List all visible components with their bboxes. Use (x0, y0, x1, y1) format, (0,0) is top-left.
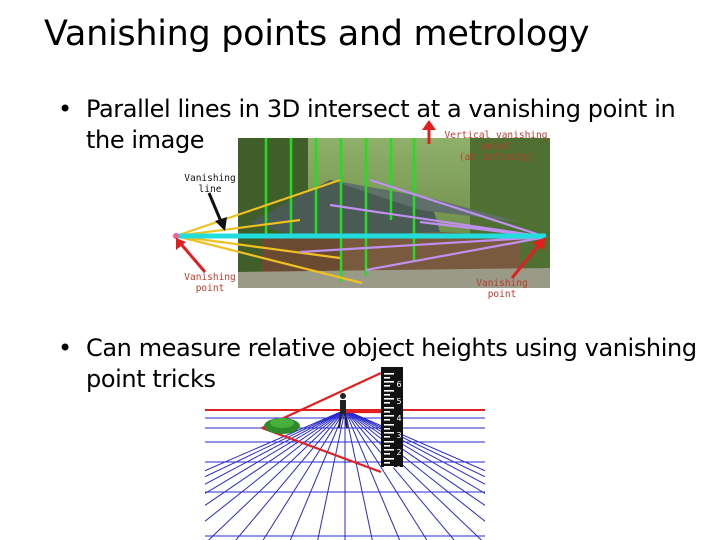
grid-ray (290, 410, 345, 540)
grid-ray (345, 410, 509, 540)
turtle-shell (270, 418, 294, 428)
ruler-tick (384, 377, 390, 379)
ruler-tick (384, 424, 394, 426)
ruler-tick (384, 419, 390, 421)
grid-ray (45, 410, 345, 540)
ruler-tick (384, 373, 394, 375)
ruler-mark-label: 3 (396, 431, 401, 440)
grid-ray (345, 410, 563, 540)
person-figure (339, 393, 347, 428)
ruler-tick (384, 449, 394, 451)
ruler-tick (384, 436, 390, 438)
ruler-tick (384, 394, 390, 396)
grid-ray (100, 410, 345, 540)
ruler-tick (384, 458, 394, 460)
ruler-mark-label: 1 (396, 465, 401, 474)
ruler-tick (384, 462, 390, 464)
grid-ray (154, 410, 345, 540)
ruler-tick (384, 411, 390, 413)
ruler-tick (384, 466, 394, 468)
ruler-tick (384, 428, 390, 430)
ruler-tick (384, 402, 390, 404)
grid-ray (127, 410, 345, 540)
ruler-tick (384, 441, 394, 443)
grid-ray (345, 410, 536, 540)
ruler-tick (384, 385, 390, 387)
ruler-mark-label: 6 (396, 380, 401, 389)
ruler-tick (384, 445, 390, 447)
ruler-mark-label: 5 (396, 397, 401, 406)
ruler-tick (384, 390, 394, 392)
ruler-mark-label: 2 (396, 448, 401, 457)
ruler-mark-label: 4 (396, 414, 401, 423)
grid-ray (345, 410, 481, 540)
grid-ray (318, 410, 345, 540)
ruler-tick (384, 415, 394, 417)
ruler-tick (384, 453, 390, 455)
ruler-tick (384, 432, 394, 434)
ruler-tick (384, 381, 394, 383)
ruler-tick (384, 398, 394, 400)
perspective-grid (45, 410, 645, 540)
ruler-tick (384, 470, 390, 472)
ruler-tick (384, 407, 394, 409)
grid-ray (345, 410, 372, 540)
